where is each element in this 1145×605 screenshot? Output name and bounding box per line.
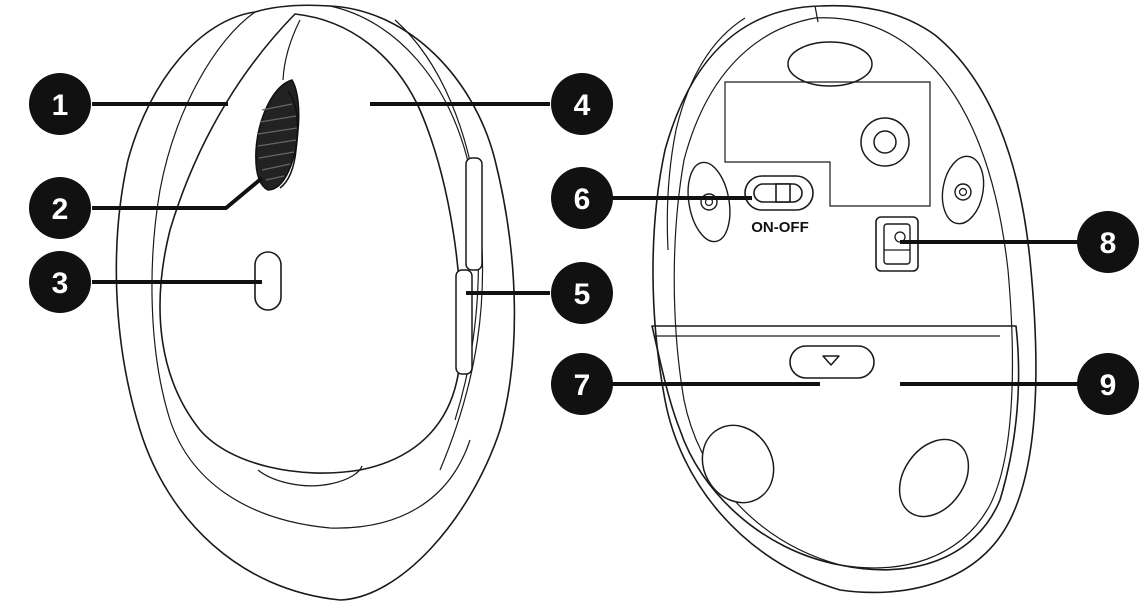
callout-5: 5 — [551, 262, 613, 324]
foot-pad-top — [787, 41, 873, 87]
power-switch-knob — [775, 183, 791, 203]
callout-2: 2 — [29, 177, 91, 239]
svg-text:6: 6 — [574, 183, 591, 216]
svg-text:7: 7 — [574, 369, 591, 402]
battery-cover — [651, 325, 1020, 571]
callout-3: 3 — [29, 251, 91, 313]
bottom-view-body-outline — [652, 4, 1037, 594]
callout-8: 8 — [1077, 211, 1139, 273]
optical-sensor-inner — [873, 130, 897, 154]
release-arrow-icon — [822, 355, 840, 366]
top-view-inner-ridge — [151, 11, 471, 529]
svg-text:3: 3 — [52, 267, 69, 300]
svg-text:2: 2 — [52, 193, 69, 226]
callout-4: 4 — [551, 73, 613, 135]
bottom-view-inner-outline — [673, 17, 1014, 569]
callout-9: 9 — [1077, 353, 1139, 415]
svg-text:4: 4 — [574, 89, 591, 122]
foot-pad-bottom-right — [898, 438, 970, 518]
leader-2 — [92, 176, 264, 210]
power-switch-label: ON-OFF — [751, 219, 809, 236]
mouse-bottom-view: ON-OFF — [651, 4, 1037, 594]
mouse-top-view — [115, 4, 516, 601]
bottom-view-side-edge — [666, 17, 746, 251]
callout-badges: 1 2 3 4 5 6 7 8 — [29, 73, 1139, 415]
leader-lines — [92, 102, 1080, 386]
svg-text:9: 9 — [1100, 369, 1117, 402]
svg-text:5: 5 — [574, 278, 591, 311]
callout-6: 6 — [551, 167, 613, 229]
top-view-button-split — [282, 19, 301, 81]
sensor-panel — [724, 81, 931, 207]
svg-text:1: 1 — [52, 89, 69, 122]
top-view-body-outline — [115, 4, 516, 601]
side-button-forward — [465, 157, 483, 271]
side-button-back — [455, 269, 473, 375]
callout-1: 1 — [29, 73, 91, 135]
svg-text:8: 8 — [1100, 227, 1117, 260]
callout-7: 7 — [551, 353, 613, 415]
top-view-palm-area — [159, 13, 462, 474]
scroll-wheel — [255, 79, 300, 191]
bottom-view-top-seam — [814, 5, 819, 23]
foot-pad-bottom-left — [701, 424, 775, 504]
screw-right — [954, 183, 972, 201]
thumb-rest — [257, 465, 363, 487]
screw-right-head — [958, 187, 968, 197]
